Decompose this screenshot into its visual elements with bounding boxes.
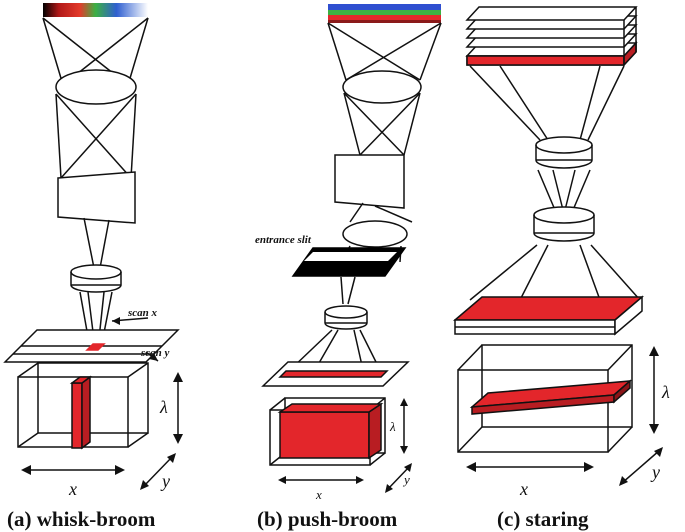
scan-x-label: scan x xyxy=(127,307,158,319)
push-broom-panel xyxy=(261,4,442,493)
whisk-broom-panel xyxy=(3,3,183,490)
x-axis-label: x xyxy=(315,487,322,502)
frame-stack xyxy=(465,6,638,67)
staring-panel xyxy=(452,6,663,486)
y-axis-label: y xyxy=(160,471,170,491)
entrance-slit xyxy=(291,247,407,277)
scan-pixel xyxy=(85,343,106,351)
prism xyxy=(57,171,136,224)
entrance-slit-label: entrance slit xyxy=(255,234,312,246)
x-axis-label: x xyxy=(519,479,528,499)
caption-push-broom: (b) push-broom xyxy=(257,507,398,531)
lambda-axis-label: λ xyxy=(661,382,670,402)
data-cube xyxy=(17,362,149,450)
y-axis-label: y xyxy=(402,472,410,487)
caption-staring: (c) staring xyxy=(497,507,589,531)
prism xyxy=(334,154,405,209)
lens xyxy=(55,69,137,105)
spectrum-bar xyxy=(43,3,148,17)
ground-plane xyxy=(452,295,645,336)
lens xyxy=(342,70,422,104)
x-axis-label: x xyxy=(68,479,77,499)
relay-lens xyxy=(342,220,408,248)
scan-line xyxy=(278,370,389,378)
lambda-axis-label: λ xyxy=(389,419,396,434)
y-axis-label: y xyxy=(650,462,660,482)
spectrum-stack xyxy=(328,4,441,23)
data-cube xyxy=(269,397,386,466)
scan-y-label: scan y xyxy=(140,347,170,359)
caption-whisk-broom: (a) whisk-broom xyxy=(7,507,156,531)
lambda-axis-label: λ xyxy=(159,397,168,417)
data-cube xyxy=(457,344,633,453)
